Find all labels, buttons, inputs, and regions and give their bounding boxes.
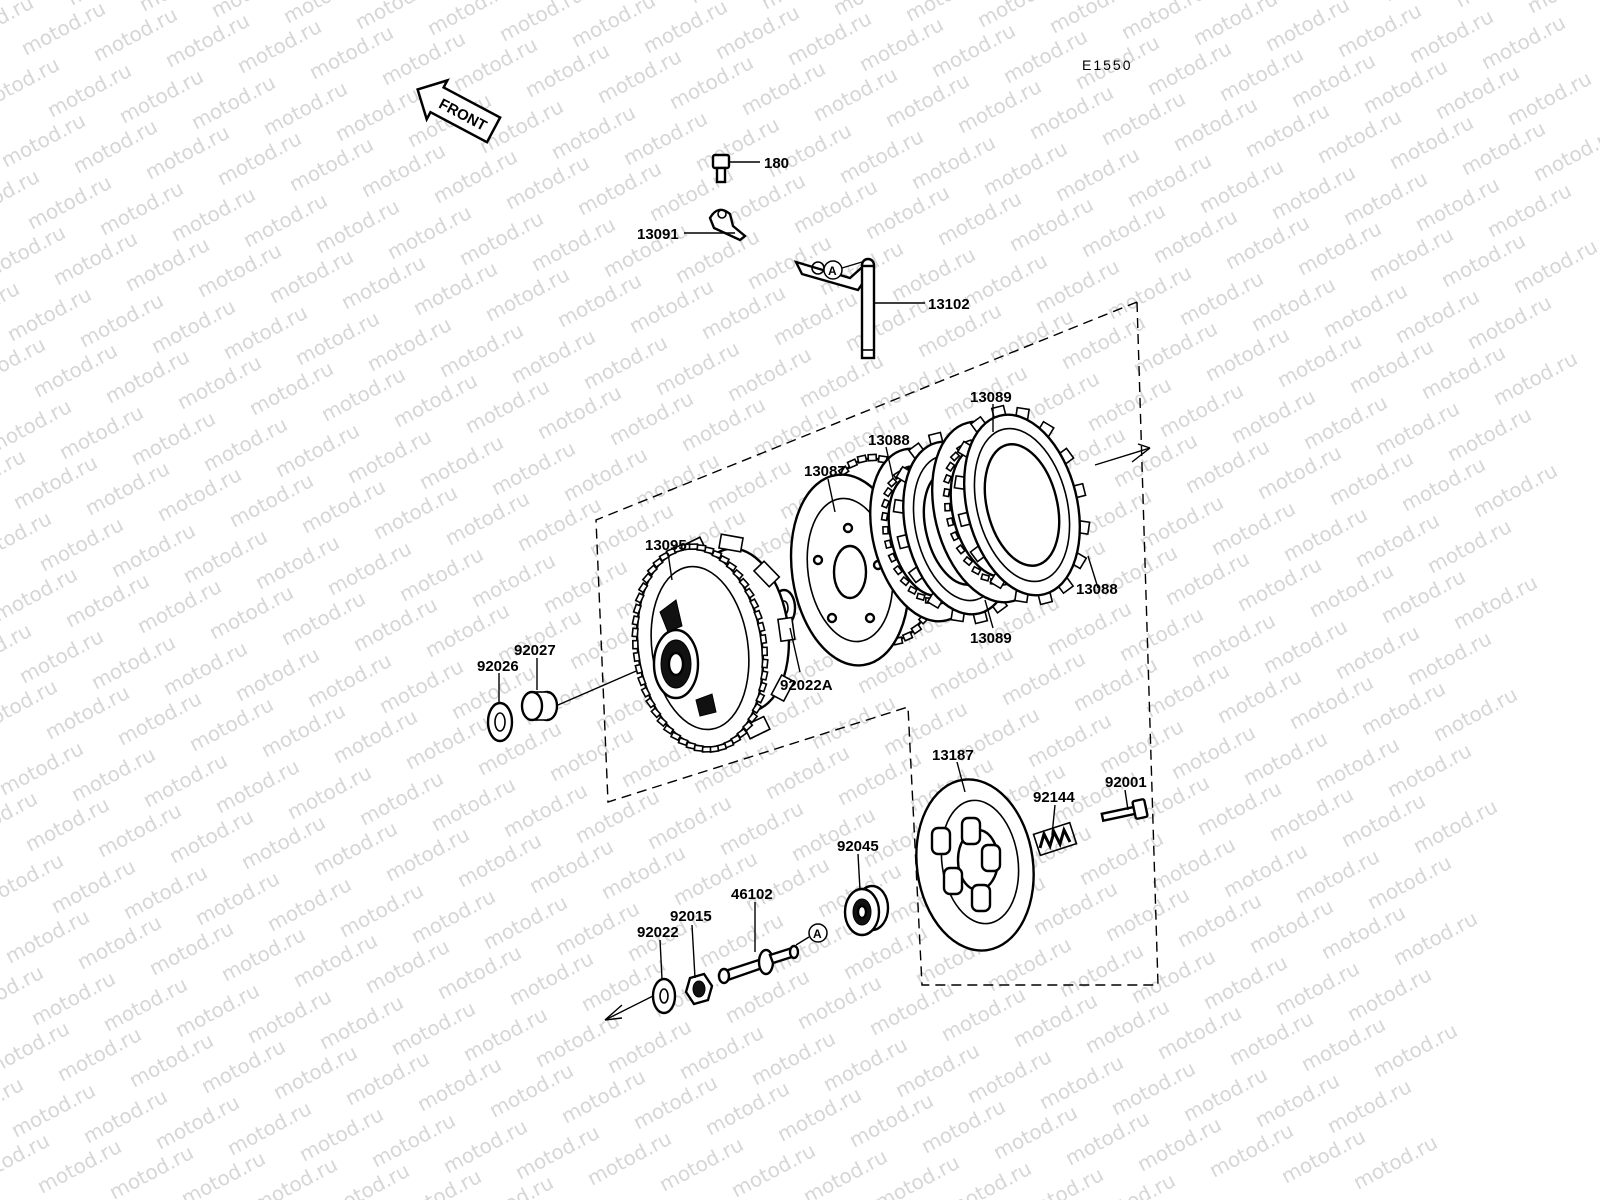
- part-label-92144: 92144: [1033, 789, 1075, 806]
- svg-text:A: A: [828, 264, 837, 278]
- leader-lines: [498, 161, 1129, 980]
- svg-text:A: A: [813, 927, 822, 941]
- clamp-13091-icon: [708, 208, 747, 242]
- diagram-code: E1550: [1082, 57, 1132, 73]
- ref-marker-A-lower: A: [795, 923, 828, 946]
- part-label-13088-top: 13088: [868, 432, 910, 449]
- spring-92144-icon: [1032, 821, 1078, 857]
- part-label-180: 180: [764, 155, 789, 172]
- washer-92022-icon: [651, 977, 677, 1015]
- bolt-180-icon: [711, 153, 731, 184]
- shaft-axis-line: [557, 664, 651, 706]
- bolt-92001-icon: [1100, 798, 1149, 823]
- part-label-13089-bottom: 13089: [970, 630, 1012, 647]
- axis-arrow-left-icon: [604, 994, 656, 1021]
- part-label-46102: 46102: [731, 886, 773, 903]
- washer-92026-icon: [486, 701, 514, 743]
- axis-arrow-right-icon: [1094, 443, 1151, 466]
- part-label-13088-bottom: 13088: [1076, 581, 1118, 598]
- clutch-housing-13095-icon: [631, 533, 796, 753]
- bearing-92045-icon: [843, 884, 890, 937]
- part-label-92001: 92001: [1105, 774, 1147, 791]
- part-label-13087: 13087: [804, 463, 846, 480]
- collar-92027-icon: [520, 690, 559, 722]
- part-label-92015: 92015: [670, 908, 712, 925]
- part-label-92045: 92045: [837, 838, 879, 855]
- push-rod-46102-icon: [717, 944, 800, 985]
- part-label-92026: 92026: [477, 658, 519, 675]
- assembly-outline: [595, 301, 1159, 986]
- pressure-plate-13187-icon: [915, 778, 1035, 952]
- part-label-13102: 13102: [928, 296, 970, 313]
- clutch-plates-icon: [869, 404, 1091, 625]
- part-label-13187: 13187: [932, 747, 974, 764]
- part-label-92027: 92027: [514, 642, 556, 659]
- nut-92015-icon: [684, 972, 714, 1006]
- ref-marker-A-upper: A: [823, 260, 863, 280]
- part-label-13095: 13095: [645, 537, 687, 554]
- watermark-text: motod.ru: [1523, 0, 1600, 18]
- part-labels: 180 13091 13102 13089 13088 13087 13095 …: [477, 155, 1147, 941]
- part-label-92022: 92022: [637, 924, 679, 941]
- part-label-92022A: 92022A: [780, 677, 833, 694]
- part-label-13091: 13091: [637, 226, 679, 243]
- part-label-13089-top: 13089: [970, 389, 1012, 406]
